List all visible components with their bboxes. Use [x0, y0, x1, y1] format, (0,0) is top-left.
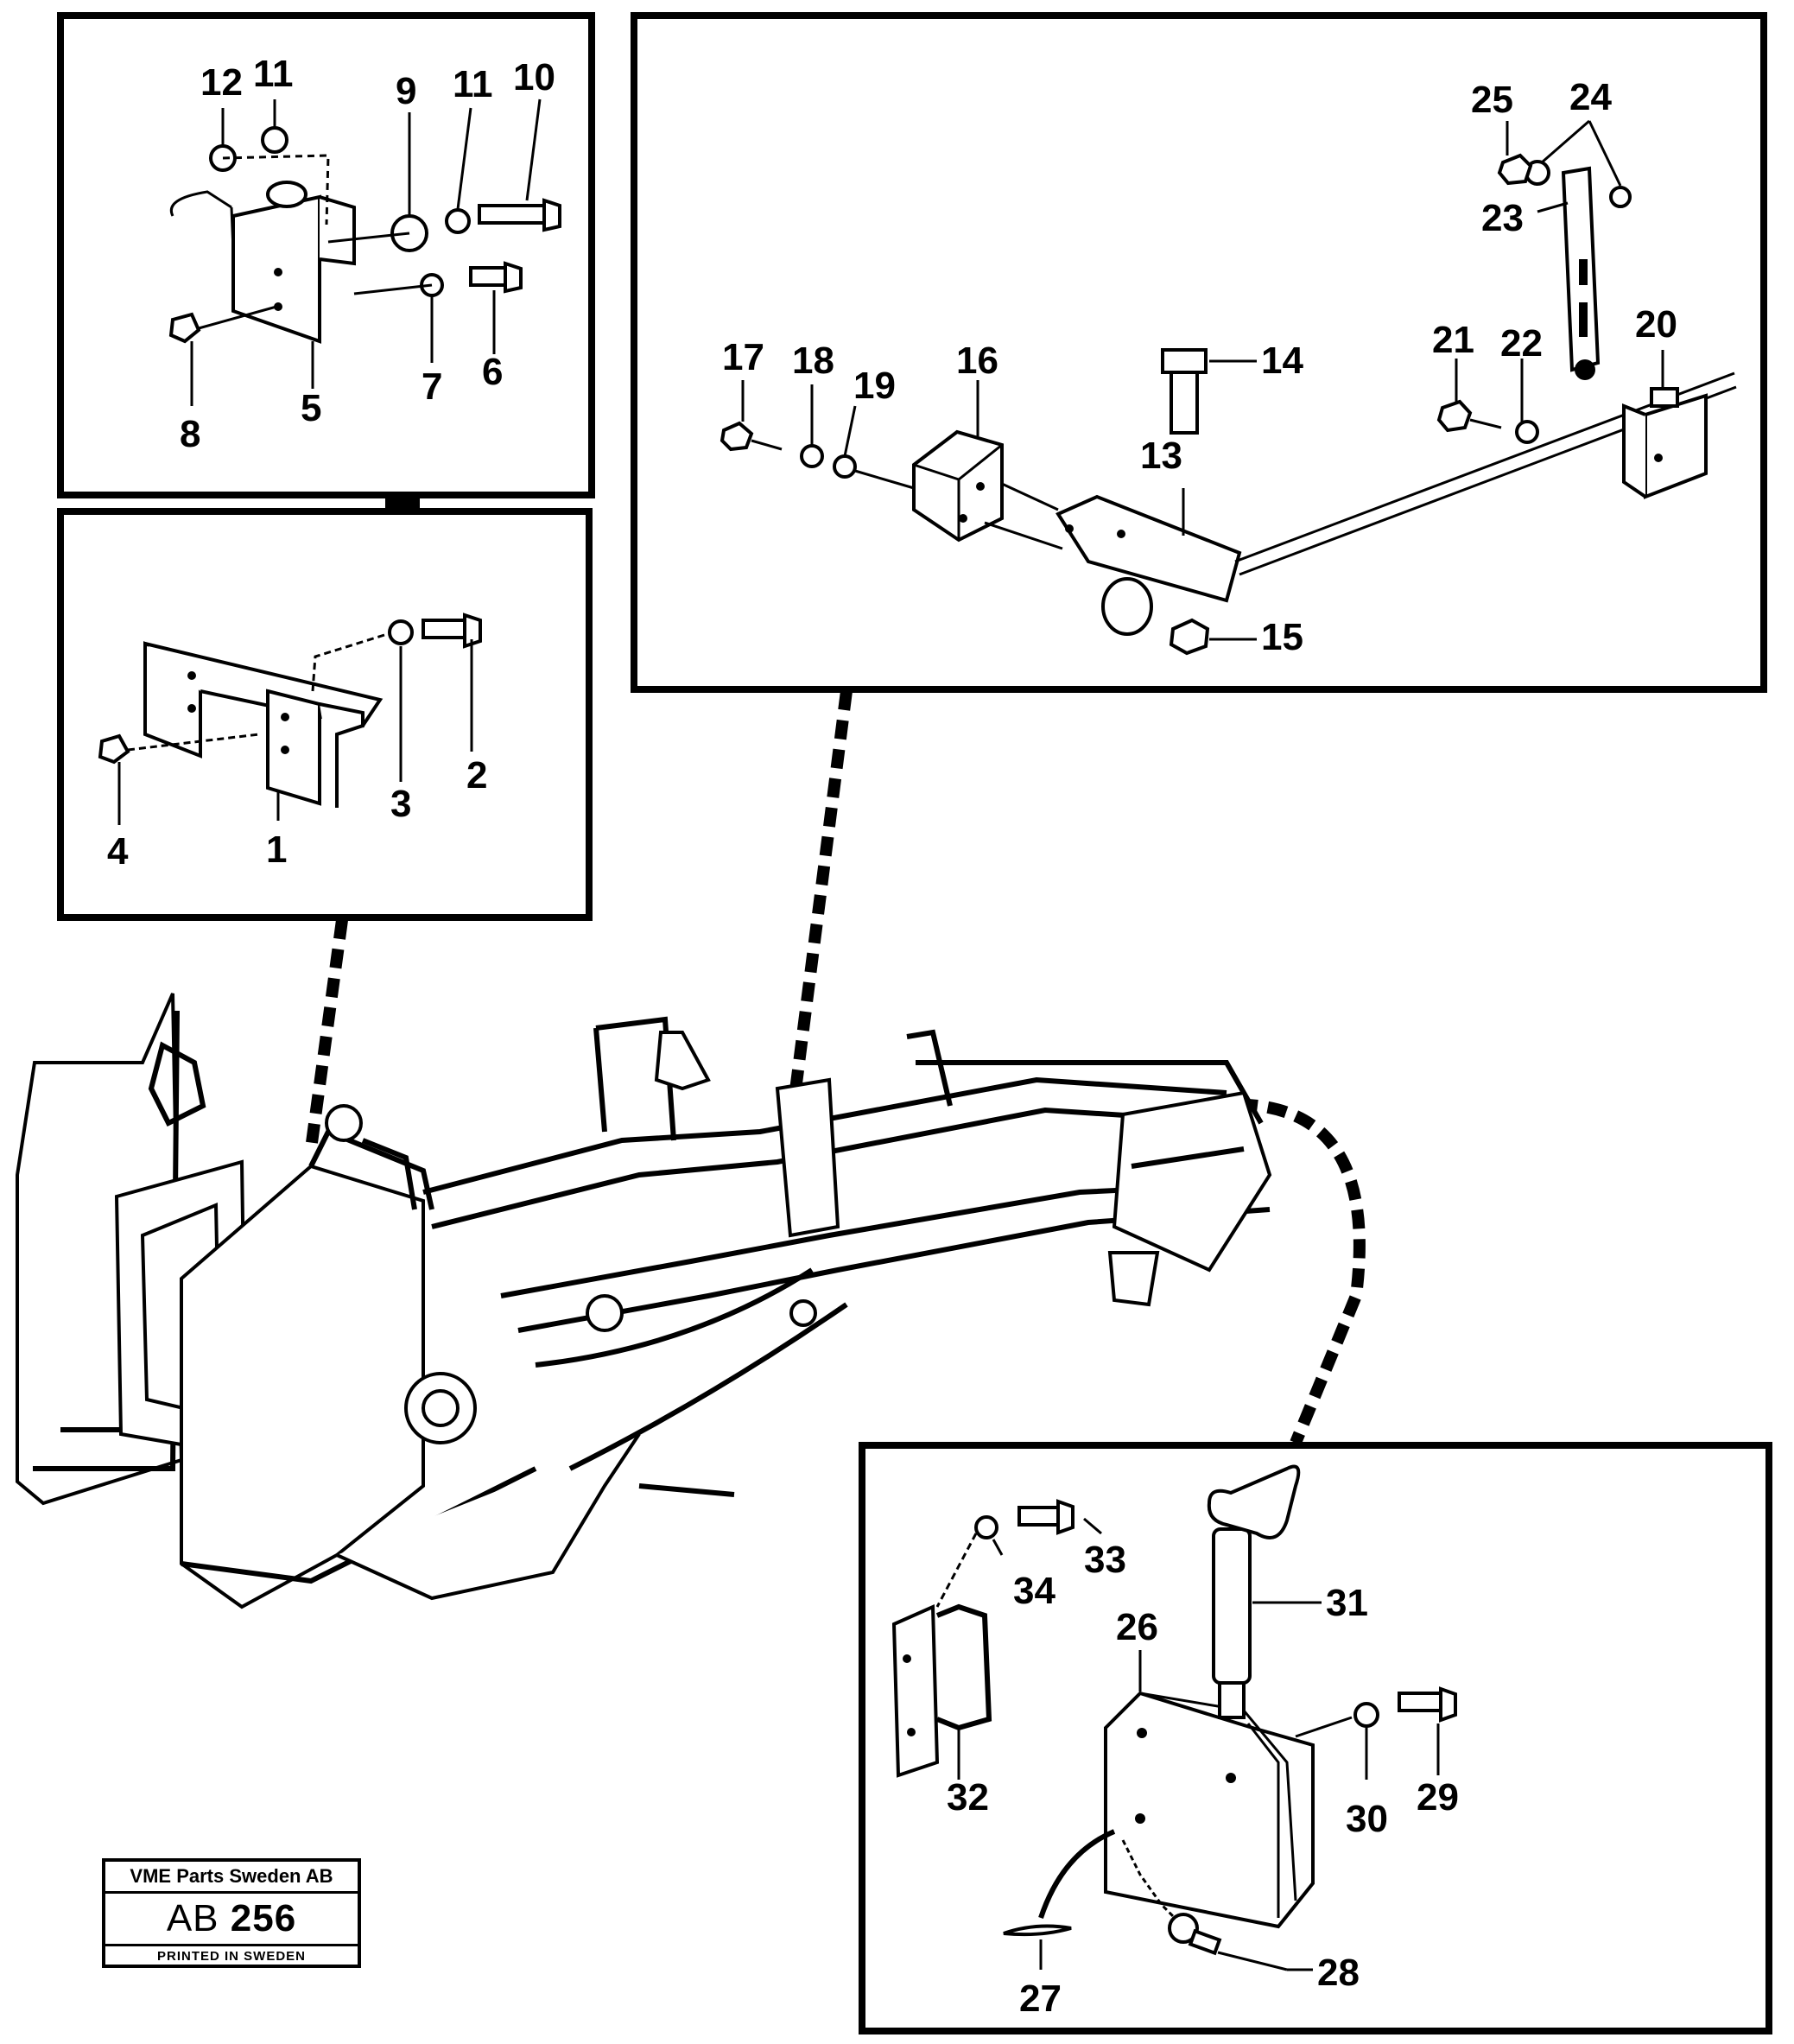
stamp-company: VME Parts Sweden AB [105, 1862, 358, 1894]
stamp-code: AB 256 [105, 1894, 358, 1946]
loader-frame [16, 993, 1272, 1609]
printer-stamp: VME Parts Sweden AB AB 256 PRINTED IN SW… [102, 1858, 361, 1968]
callout-label: 2 [466, 754, 487, 797]
callout-label: 11 [253, 53, 294, 95]
callout-label: 30 [1346, 1798, 1388, 1840]
stamp-code-number: 256 [230, 1897, 297, 1939]
callout-label: 15 [1261, 616, 1303, 658]
callout-label: 33 [1084, 1539, 1126, 1581]
callouts-bottom-right: 33 34 31 26 32 29 30 27 28 [947, 1539, 1459, 2020]
callout-label: 13 [1140, 435, 1182, 477]
inset-frame-bottom-right [859, 1442, 1772, 2034]
callout-label: 18 [792, 340, 834, 382]
leader-lines-bottom-right [957, 1517, 1440, 1971]
leader-bottom-right [1208, 1098, 1366, 1445]
callout-label: 26 [1116, 1606, 1158, 1648]
callout-label: 21 [1432, 319, 1474, 361]
callout-label: 14 [1261, 340, 1303, 382]
leader-top-right [789, 690, 853, 1098]
callout-label: 29 [1417, 1776, 1459, 1819]
callout-label: 16 [956, 340, 998, 382]
callout-label: 10 [513, 56, 555, 98]
stamp-printed: PRINTED IN SWEDEN [156, 1949, 306, 1964]
callout-label: 8 [180, 413, 200, 455]
callout-label: 32 [947, 1776, 989, 1819]
stamp-code-prefix: AB [166, 1897, 219, 1939]
callout-label: 6 [482, 351, 503, 393]
callout-label: 20 [1635, 303, 1677, 346]
callout-label: 9 [396, 70, 416, 112]
frame-connector [385, 494, 420, 511]
callout-label: 22 [1500, 322, 1543, 365]
callout-label: 17 [722, 336, 764, 378]
callout-label: 28 [1317, 1952, 1360, 1994]
callout-label: 23 [1481, 197, 1524, 239]
callouts-top-right: 25 24 23 17 18 19 16 14 13 21 22 20 15 [722, 76, 1677, 658]
callout-label: 1 [266, 828, 287, 871]
callout-label: 25 [1471, 79, 1513, 121]
callout-label: 27 [1019, 1977, 1062, 2020]
lever-assembly [720, 153, 1737, 656]
callout-label: 31 [1326, 1582, 1368, 1624]
leader-mid-left [305, 919, 348, 1150]
callout-label: 7 [422, 365, 442, 408]
leader-lines-top-left [190, 98, 542, 406]
leader-lines-mid-left [117, 639, 473, 825]
callout-label: 11 [453, 63, 493, 105]
callout-label: 12 [200, 61, 243, 104]
bracket-assembly-top [168, 126, 561, 344]
inset-frame-top-left [57, 12, 595, 498]
callouts-top-left: 12 11 9 11 10 7 6 8 5 [180, 53, 555, 455]
bracket-assembly-mid [98, 613, 482, 808]
drawbar-pin-assembly [891, 1464, 1457, 1971]
inset-frame-mid-left [57, 508, 593, 921]
leader-lines-top-right [741, 119, 1664, 641]
callout-label: 19 [853, 365, 896, 407]
inset-frame-top-right [631, 12, 1767, 693]
callout-label: 24 [1569, 76, 1612, 118]
callout-label: 3 [390, 783, 411, 825]
callouts-mid-left: 1 2 3 4 [107, 754, 487, 873]
callout-label: 34 [1013, 1570, 1055, 1612]
callout-label: 5 [301, 387, 321, 429]
callout-label: 4 [107, 830, 129, 873]
